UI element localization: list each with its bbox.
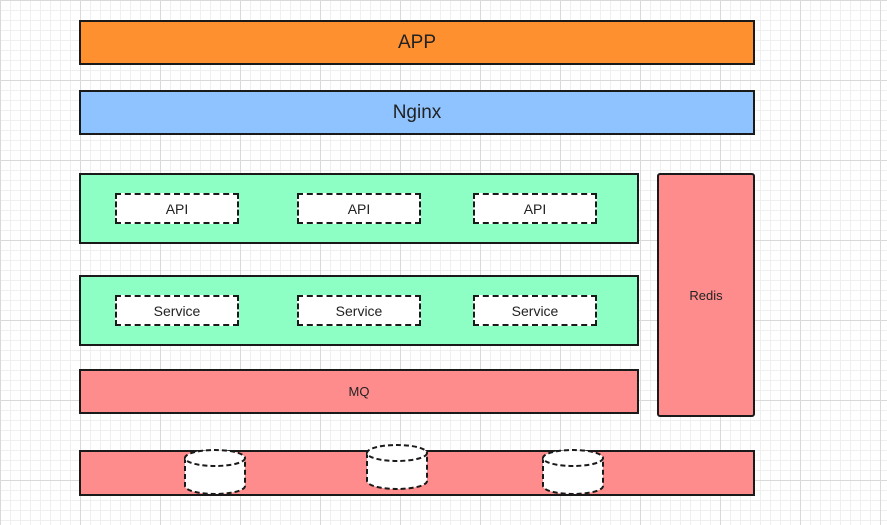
database-icon [366, 444, 428, 490]
app-label: APP [397, 31, 437, 53]
api-box-1: API [115, 193, 239, 224]
api-box-label: API [165, 200, 189, 217]
api-box-label: API [523, 200, 547, 217]
service-box-2: Service [297, 295, 421, 326]
redis-box: Redis [657, 173, 755, 417]
app-layer: APP [79, 20, 755, 65]
nginx-layer: Nginx [79, 90, 755, 135]
api-box-2: API [297, 193, 421, 224]
service-box-3: Service [473, 295, 597, 326]
api-box-3: API [473, 193, 597, 224]
redis-label: Redis [689, 287, 723, 303]
service-box-label: Service [335, 302, 383, 319]
mq-label: MQ [348, 384, 370, 399]
database-icon [184, 449, 246, 495]
nginx-label: Nginx [392, 101, 442, 123]
service-box-label: Service [511, 302, 559, 319]
service-box-1: Service [115, 295, 239, 326]
mq-layer: MQ [79, 369, 639, 414]
api-box-label: API [347, 200, 371, 217]
database-icon [542, 449, 604, 495]
service-box-label: Service [153, 302, 201, 319]
